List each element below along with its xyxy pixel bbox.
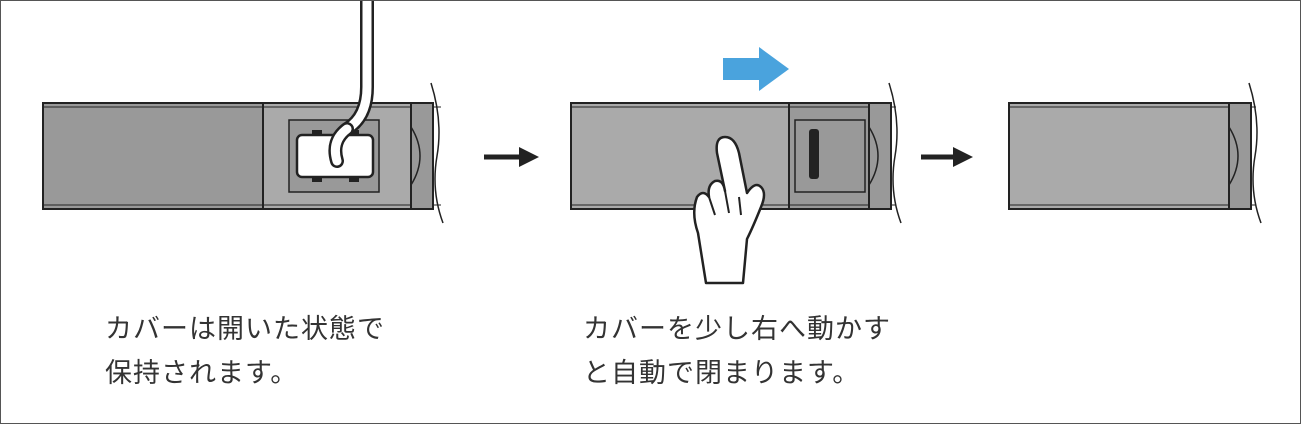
panel-open-cover xyxy=(42,1,444,224)
socket-slot xyxy=(809,129,819,179)
caption-line: カバーを少し右へ動かす xyxy=(583,314,891,345)
caption-line: カバーは開いた状態で xyxy=(105,314,385,345)
caption-close-cover: カバーを少し右へ動かす と自動で閉まります。 xyxy=(583,308,891,396)
caption-line: と自動で閉まります。 xyxy=(583,358,861,389)
right-arrow-icon xyxy=(921,147,973,167)
slide-cover xyxy=(1008,102,1230,210)
caption-open-cover: カバーは開いた状態で 保持されます。 xyxy=(105,308,385,396)
hand-pointing-icon xyxy=(693,135,766,285)
end-cap xyxy=(1228,102,1252,210)
caption-line: 保持されます。 xyxy=(105,358,299,389)
end-cap xyxy=(868,102,892,210)
plug-icon xyxy=(295,1,375,182)
end-cap xyxy=(410,102,434,210)
strip-body xyxy=(42,102,264,210)
motion-arrow-icon xyxy=(723,47,789,91)
panel-closed-cover xyxy=(1008,82,1262,224)
right-arrow-icon xyxy=(484,147,539,167)
panel-sliding-cover xyxy=(570,47,902,285)
socket-recess xyxy=(794,119,866,193)
